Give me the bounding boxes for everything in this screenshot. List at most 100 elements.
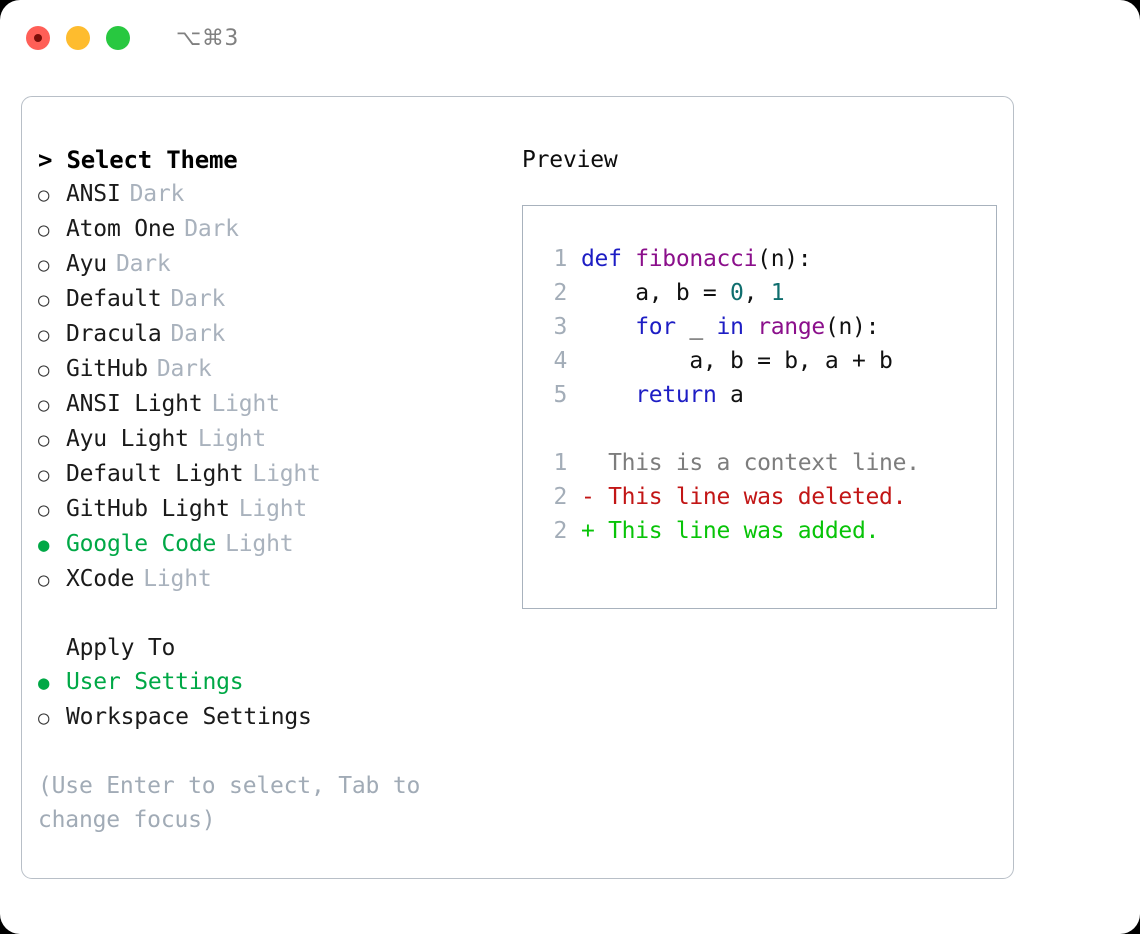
radio-unselected-icon: ○ [38, 324, 50, 346]
code-token [581, 314, 635, 340]
theme-category-badge: Dark [129, 181, 185, 207]
theme-option-label: ANSI [66, 181, 121, 207]
theme-option-label: Default [66, 286, 162, 312]
code-token: return [635, 382, 717, 408]
line-number: 2 [553, 518, 567, 544]
apply-to-option-workspace-settings[interactable]: ○ Workspace Settings [38, 700, 493, 735]
line-number: 2 [553, 280, 567, 306]
theme-option-xcode[interactable]: ○ XCode Light [38, 562, 493, 597]
close-button[interactable] [26, 26, 50, 50]
theme-category-badge: Light [143, 566, 212, 592]
theme-option-label: Ayu Light [66, 426, 189, 452]
theme-category-badge: Light [238, 496, 308, 522]
code-token: fibonacci [635, 246, 758, 272]
code-token: 1 [770, 280, 785, 306]
code-token: in [716, 314, 744, 340]
code-line-content: for _ in range(n): [581, 310, 879, 344]
code-line: 4 a, b = b, a + b [537, 344, 996, 378]
code-line: 5 return a [537, 378, 996, 412]
radio-unselected-icon: ○ [38, 707, 50, 729]
apply-to-option-list[interactable]: ● User Settings ○ Workspace Settings [38, 665, 493, 735]
line-number: 1 [553, 246, 567, 272]
apply-to-option-label: Workspace Settings [66, 704, 312, 730]
theme-option-label: GitHub Light [66, 496, 230, 522]
code-token: (n): [757, 246, 812, 272]
theme-option-label: Google Code [66, 531, 217, 557]
code-line-content: a, b = b, a + b [581, 344, 893, 378]
code-token: def [581, 246, 636, 272]
title-bar: ⌥⌘3 [0, 0, 1140, 76]
diff-line-content: + This line was added. [581, 518, 880, 544]
code-token: (n): [824, 314, 880, 340]
minimize-button[interactable] [66, 26, 90, 50]
code-token: a, b = b, a + b [581, 348, 893, 374]
theme-category-badge: Dark [170, 321, 226, 347]
code-token: , [743, 280, 771, 306]
apply-to-option-label: User Settings [66, 669, 244, 695]
code-token: _ [675, 314, 717, 340]
select-theme-header: > Select Theme [38, 146, 238, 174]
keyboard-hint-text: (Use Enter to select, Tab to change focu… [38, 773, 421, 833]
radio-unselected-icon: ○ [38, 499, 50, 521]
theme-option-label: XCode [66, 566, 135, 592]
theme-category-badge: Light [252, 461, 321, 487]
radio-unselected-icon: ○ [38, 219, 50, 241]
diff-line-content: This is a context line. [581, 450, 920, 476]
line-number: 2 [553, 484, 567, 510]
line-number: 5 [553, 382, 567, 408]
diff-line-del: 2- This line was deleted. [537, 480, 996, 514]
theme-option-ayu-light[interactable]: ○ Ayu Light Light [38, 422, 493, 457]
theme-option-label: Default Light [66, 461, 244, 487]
line-number: 4 [553, 348, 567, 374]
theme-option-default-light[interactable]: ○ Default Light Light [38, 457, 493, 492]
theme-option-github-light[interactable]: ○ GitHub Light Light [38, 492, 493, 527]
code-token: 0 [730, 280, 744, 306]
code-token: range [757, 314, 825, 340]
theme-option-label: ANSI Light [66, 391, 203, 417]
radio-unselected-icon: ○ [38, 569, 50, 591]
section-spacer [38, 597, 493, 631]
code-line-content: a, b = 0, 1 [581, 276, 784, 310]
code-line: 1 def fibonacci(n): [537, 242, 996, 276]
radio-unselected-icon: ○ [38, 394, 50, 416]
code-token: a, b = [581, 280, 731, 306]
line-number: 1 [553, 450, 567, 476]
theme-category-badge: Light [225, 531, 294, 557]
code-line-content: return a [581, 378, 744, 412]
radio-unselected-icon: ○ [38, 429, 50, 451]
preview-title: Preview [522, 147, 618, 173]
radio-selected-icon: ● [38, 534, 50, 556]
radio-selected-icon: ● [38, 672, 50, 694]
code-line: 3 for _ in range(n): [537, 310, 996, 344]
code-token [744, 314, 758, 340]
theme-option-google-code[interactable]: ● Google Code Light [38, 527, 493, 562]
theme-option-label: Dracula [66, 321, 162, 347]
keyboard-shortcut-label: ⌥⌘3 [176, 25, 239, 51]
theme-category-badge: Light [197, 426, 267, 452]
apply-to-option-user-settings[interactable]: ● User Settings [38, 665, 493, 700]
diff-line-add: 2 + This line was added. [537, 514, 996, 548]
theme-option-label: Ayu [66, 251, 107, 277]
diff-line-ctx: 1 This is a context line. [537, 446, 996, 480]
line-number: 3 [553, 314, 567, 340]
code-diff-gap [537, 412, 996, 446]
theme-option-dracula[interactable]: ○ Dracula Dark [38, 317, 493, 352]
maximize-button[interactable] [106, 26, 130, 50]
diff-sample: 1 This is a context line.2- This line wa… [537, 446, 996, 548]
theme-option-label: Atom One [66, 216, 176, 242]
radio-unselected-icon: ○ [38, 464, 50, 486]
close-icon [34, 34, 42, 42]
code-token: for [635, 314, 676, 340]
radio-unselected-icon: ○ [38, 359, 50, 381]
